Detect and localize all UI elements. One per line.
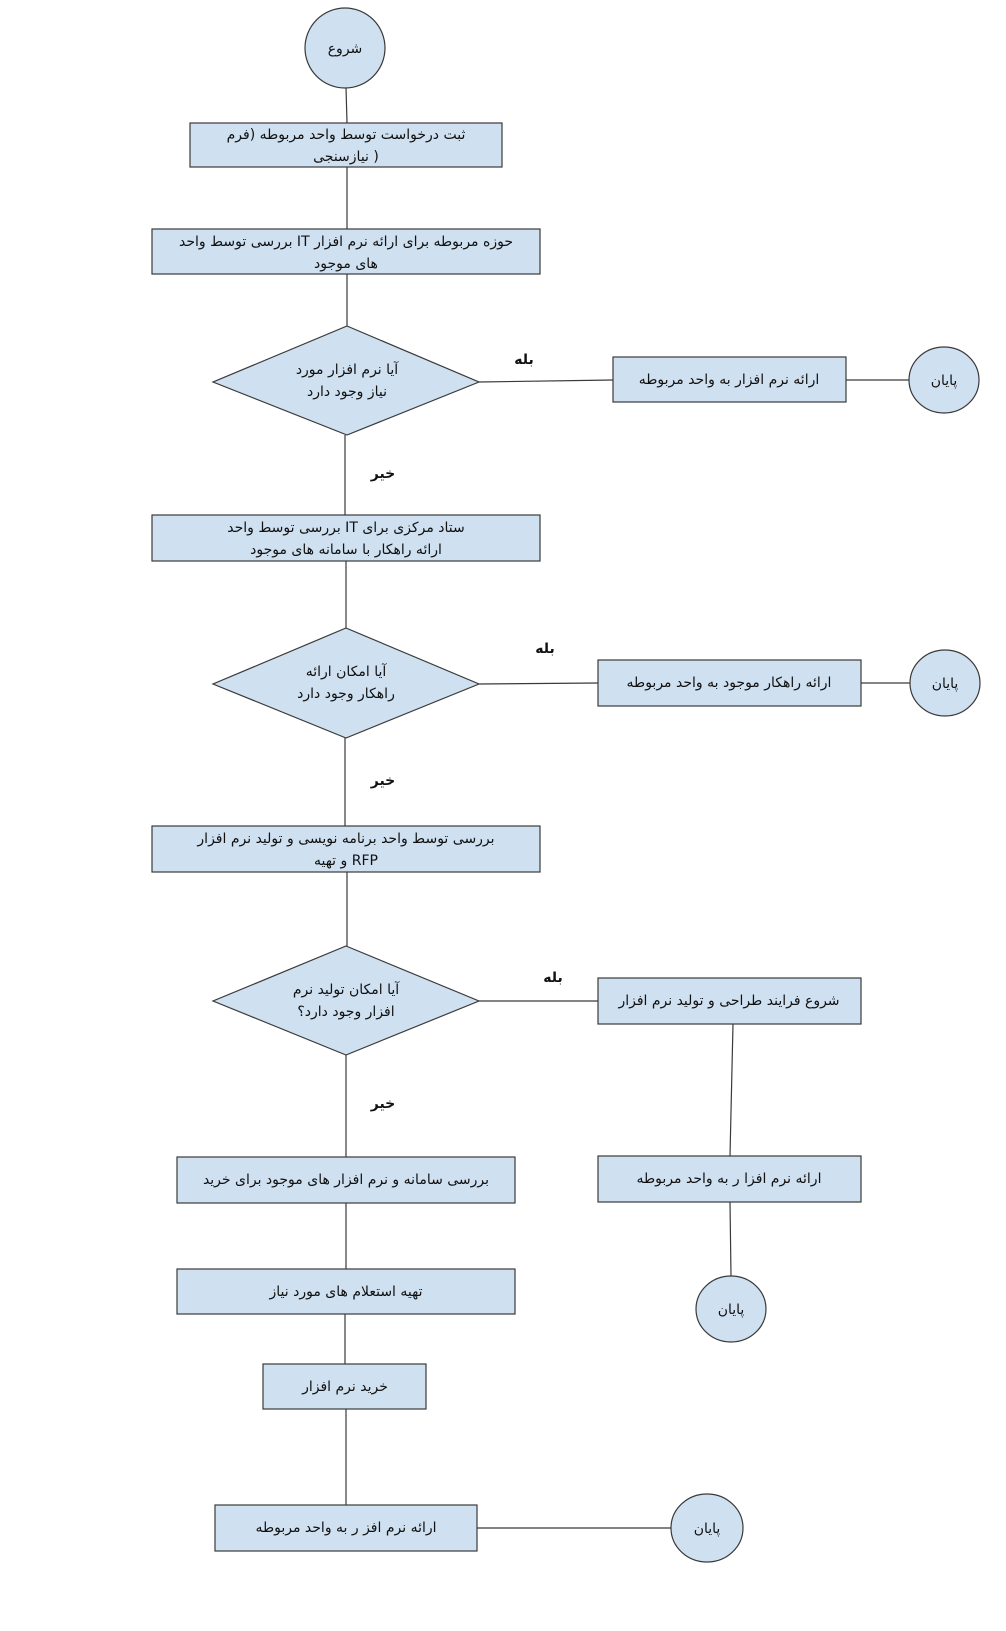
d2-line1: آیا امکان ارائه (306, 663, 388, 680)
edge-label-no-2: خیر (370, 773, 396, 789)
process-review-purchasable: بررسی سامانه و نرم افزار های موجود برای … (176, 1156, 516, 1204)
n1-line1: ثبت درخواست توسط واحد مربوطه (فرم (227, 127, 466, 143)
d2-line2: راهکار وجود دارد (297, 686, 395, 702)
edge-label-no-1: خیر (370, 466, 396, 482)
process-start-design: شروع فرایند طراحی و تولید نرم افزار (597, 977, 862, 1025)
d3-line1: آیا امکان تولید نرم (293, 981, 400, 998)
d2-yes-label: ارائه راهکار موجود به واحد مربوطه (627, 675, 832, 691)
n8-label: ارائه نرم افز ر به واحد مربوطه (255, 1520, 436, 1536)
process-deliver-bought-software: ارائه نرم افز ر به واحد مربوطه (214, 1504, 478, 1552)
edge-start-n1 (345, 86, 348, 124)
n5-label: بررسی سامانه و نرم افزار های موجود برای … (203, 1172, 489, 1188)
end-node-1: پایان (908, 346, 980, 414)
n3-line1: بررسی توسط واحد IT ستاد مرکزی برای (227, 520, 464, 536)
end1-label: پایان (931, 373, 958, 389)
end3-label: پایان (718, 1302, 745, 1318)
edges (344, 86, 910, 1529)
n2-line2: های موجود (314, 256, 378, 272)
edge-d2-yes (478, 682, 599, 685)
n4-line2: و تهیه RFP (314, 853, 378, 869)
process-deliver-solution: ارائه راهکار موجود به واحد مربوطه (597, 659, 862, 707)
edge-yesbox4-end3 (729, 1201, 732, 1277)
edge-label-yes-1: بله (514, 352, 533, 368)
edge-label-yes-3: بله (543, 970, 562, 986)
process-programming-review: بررسی توسط واحد برنامه نویسی و تولید نرم… (151, 825, 541, 873)
d3-yes-label-2: ارائه نرم افزا ر به واحد مربوطه (637, 1171, 822, 1187)
decision-production-possible: آیا امکان تولید نرم افزار وجود دارد؟ (211, 945, 481, 1056)
process-register-request: ثبت درخواست توسط واحد مربوطه (فرم نیازسن… (189, 122, 503, 168)
process-central-it-review: بررسی توسط واحد IT ستاد مرکزی برای ارائه… (151, 514, 541, 562)
end-node-4: پایان (670, 1493, 744, 1563)
process-deliver-produced-software: ارائه نرم افزا ر به واحد مربوطه (597, 1155, 862, 1203)
process-prepare-inquiries: تهیه استعلام های مورد نیاز (176, 1268, 516, 1315)
decision-solution-possible: آیا امکان ارائه راهکار وجود دارد (211, 627, 481, 739)
n7-label: خرید نرم افزار (301, 1379, 388, 1395)
edge-d1-yes (478, 379, 614, 383)
edge-label-no-3: خیر (370, 1096, 396, 1112)
n2-line1: بررسی توسط واحد IT حوزه مربوطه برای ارائ… (179, 234, 513, 250)
start-node: شروع (304, 7, 386, 89)
edge-label-yes-2: بله (535, 641, 554, 657)
d1-yes-label: ارائه نرم افزار به واحد مربوطه (639, 372, 820, 388)
process-it-review: بررسی توسط واحد IT حوزه مربوطه برای ارائ… (151, 228, 541, 275)
end4-label: پایان (694, 1521, 721, 1537)
end-node-2: پایان (909, 649, 981, 717)
end2-label: پایان (932, 676, 959, 692)
process-buy-software: خرید نرم افزار (262, 1363, 427, 1410)
n4-line1: بررسی توسط واحد برنامه نویسی و تولید نرم… (196, 831, 494, 847)
d3-line2: افزار وجود دارد؟ (297, 1004, 394, 1020)
n1-line2: نیازسنجی ) (313, 149, 379, 165)
process-deliver-software: ارائه نرم افزار به واحد مربوطه (612, 356, 847, 403)
end-node-3: پایان (695, 1275, 767, 1343)
decision-software-exists: آیا نرم افزار مورد نیاز وجود دارد (211, 325, 481, 436)
n6-label: تهیه استعلام های مورد نیاز (269, 1284, 423, 1300)
start-label: شروع (328, 41, 363, 57)
d1-line2: نیاز وجود دارد (307, 384, 387, 400)
n3-line2: ارائه راهکار با سامانه های موجود (250, 542, 442, 558)
d3-yes-label: شروع فرایند طراحی و تولید نرم افزار (617, 993, 839, 1009)
edge-yesbox3-yesbox4 (729, 1023, 734, 1157)
d1-line1: آیا نرم افزار مورد (296, 361, 399, 378)
